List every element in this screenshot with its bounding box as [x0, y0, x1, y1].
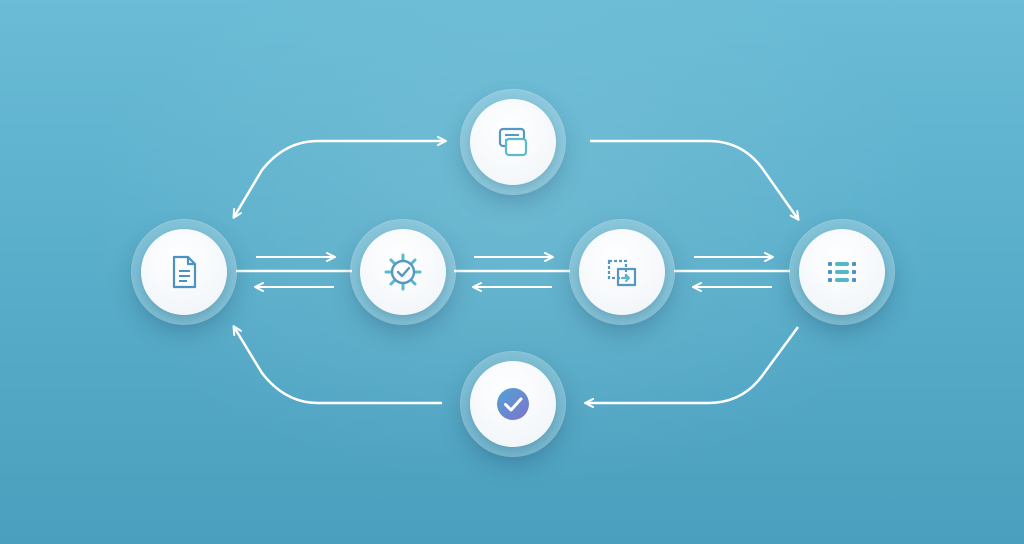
- node-gear-face: [360, 229, 446, 315]
- node-check[interactable]: [461, 352, 565, 456]
- node-check-face: [470, 361, 556, 447]
- stack-icon: [498, 127, 528, 157]
- arrow-top-left: [232, 139, 445, 219]
- arrow-bottom-left: [232, 325, 442, 405]
- node-grid[interactable]: [790, 220, 894, 324]
- node-gear[interactable]: [351, 220, 455, 324]
- check-circle-icon: [497, 388, 529, 420]
- arrow-top-left-head: [437, 136, 447, 146]
- node-transform[interactable]: [570, 220, 674, 324]
- link-document-gear: [236, 252, 352, 292]
- node-transform-face: [579, 229, 665, 315]
- node-grid-face: [799, 229, 885, 315]
- transform-icon: [607, 259, 637, 287]
- gear-check-icon: [384, 253, 422, 291]
- grid-icon: [828, 262, 856, 282]
- arrow-bottom-right: [584, 326, 800, 408]
- node-document[interactable]: [132, 220, 236, 324]
- document-icon: [172, 255, 197, 289]
- link-gear-transform: [454, 252, 570, 292]
- link-transform-grid: [674, 252, 790, 292]
- node-stack[interactable]: [461, 90, 565, 194]
- arrow-top-right: [590, 139, 800, 221]
- node-stack-face: [470, 99, 556, 185]
- node-document-face: [141, 229, 227, 315]
